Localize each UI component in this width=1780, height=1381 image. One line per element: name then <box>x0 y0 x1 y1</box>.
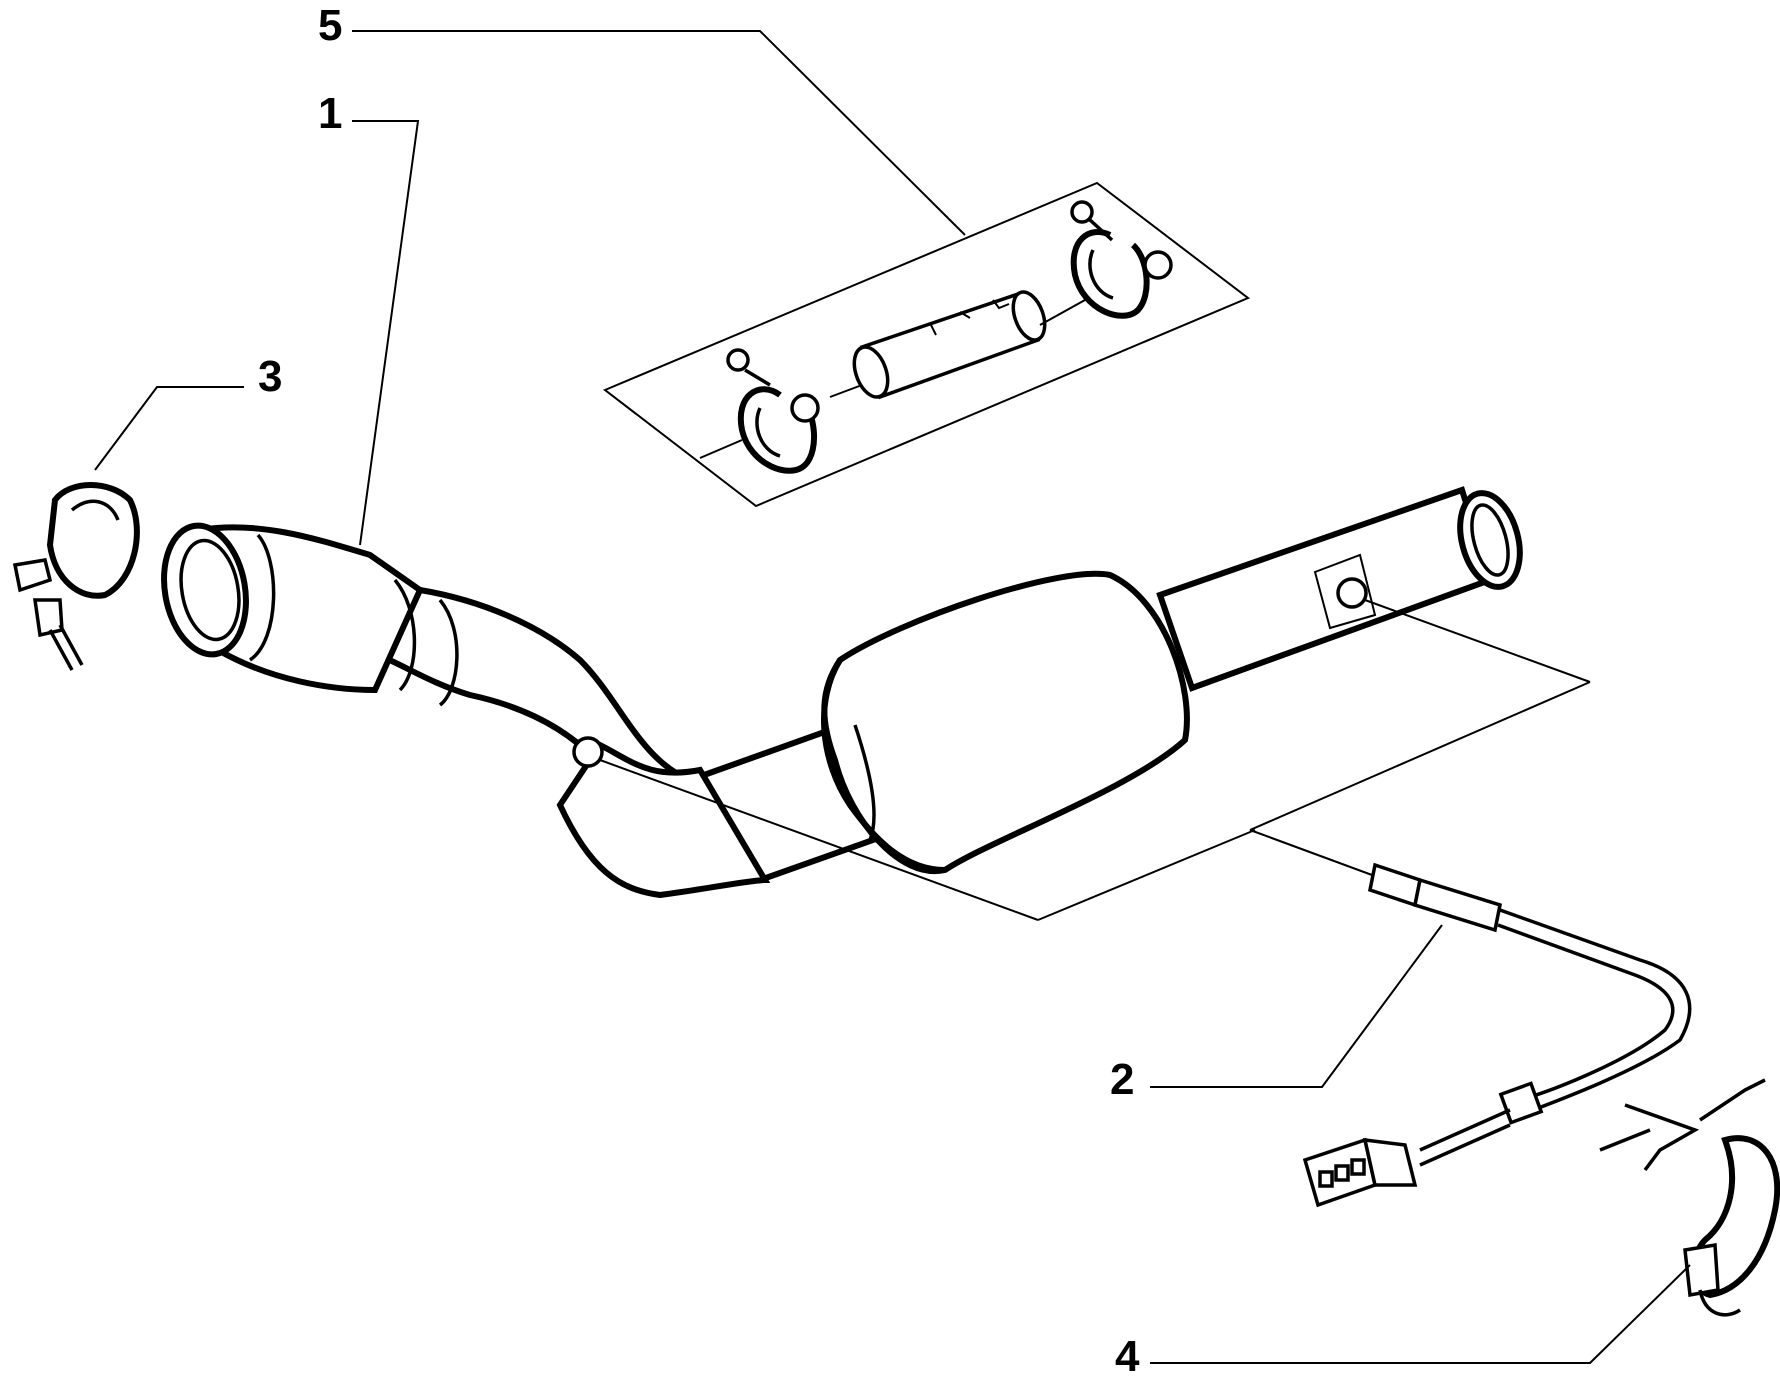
sleeve-and-clamp-kit <box>603 181 1250 508</box>
sensor-position-lines <box>599 599 1591 921</box>
mounting-clamp-left <box>12 482 140 671</box>
kit-clamp-right <box>1070 200 1173 319</box>
mounting-clamp-right <box>1599 1078 1780 1317</box>
callout-2: 2 <box>1110 1055 1135 1104</box>
callout-1: 1 <box>318 89 343 138</box>
callout-3: 3 <box>258 352 283 401</box>
sensor-connector <box>1302 1137 1418 1208</box>
sleeve-part <box>852 290 1047 400</box>
callout-5: 5 <box>318 1 343 50</box>
lambda-sensor <box>1302 862 1692 1208</box>
leader-lines <box>94 30 1691 1364</box>
callout-4: 4 <box>1115 1332 1140 1381</box>
kit-clamp-left <box>699 348 820 474</box>
catalytic-converter-pipe <box>161 486 1523 899</box>
